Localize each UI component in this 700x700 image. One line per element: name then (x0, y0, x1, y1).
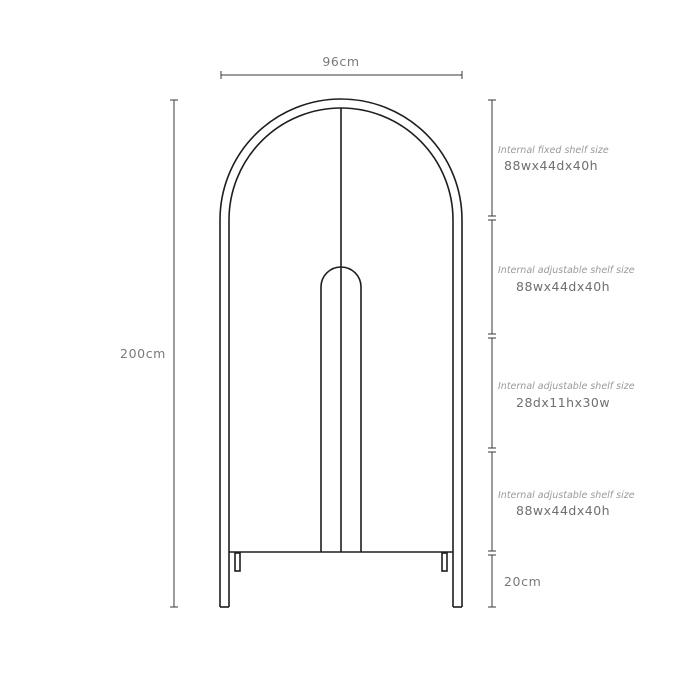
shelf-note-3: Internal adjustable shelf size 28dx11hx3… (498, 381, 635, 410)
height-label: 200cm (120, 346, 166, 361)
outer-arch (219, 98, 463, 607)
section-dimension (488, 99, 496, 608)
shelf-note-title: Internal fixed shelf size (498, 145, 609, 156)
left-bumper (234, 552, 241, 572)
wardrobe-outline (219, 98, 463, 608)
width-label: 96cm (322, 54, 359, 69)
shelf-note-value: 28dx11hx30w (516, 395, 610, 410)
shelf-note-value: 88wx44dx40h (516, 279, 610, 294)
shelf-note-title: Internal adjustable shelf size (498, 490, 635, 501)
shelf-note-4: Internal adjustable shelf size 88wx44dx4… (498, 490, 635, 518)
shelf-note-title: Internal adjustable shelf size (498, 265, 635, 276)
height-dimension: 200cm (120, 99, 178, 608)
shelf-note-value: 88wx44dx40h (504, 158, 598, 173)
leg-height-label: 20cm (504, 574, 541, 589)
shelf-note-1: Internal fixed shelf size 88wx44dx40h (498, 145, 609, 173)
centre-arch-panel (320, 266, 362, 552)
width-dimension: 96cm (220, 54, 463, 79)
shelf-note-2: Internal adjustable shelf size 88wx44dx4… (498, 265, 635, 294)
shelf-note-title: Internal adjustable shelf size (498, 381, 635, 392)
shelf-note-value: 88wx44dx40h (516, 503, 610, 518)
right-bumper (441, 552, 448, 572)
